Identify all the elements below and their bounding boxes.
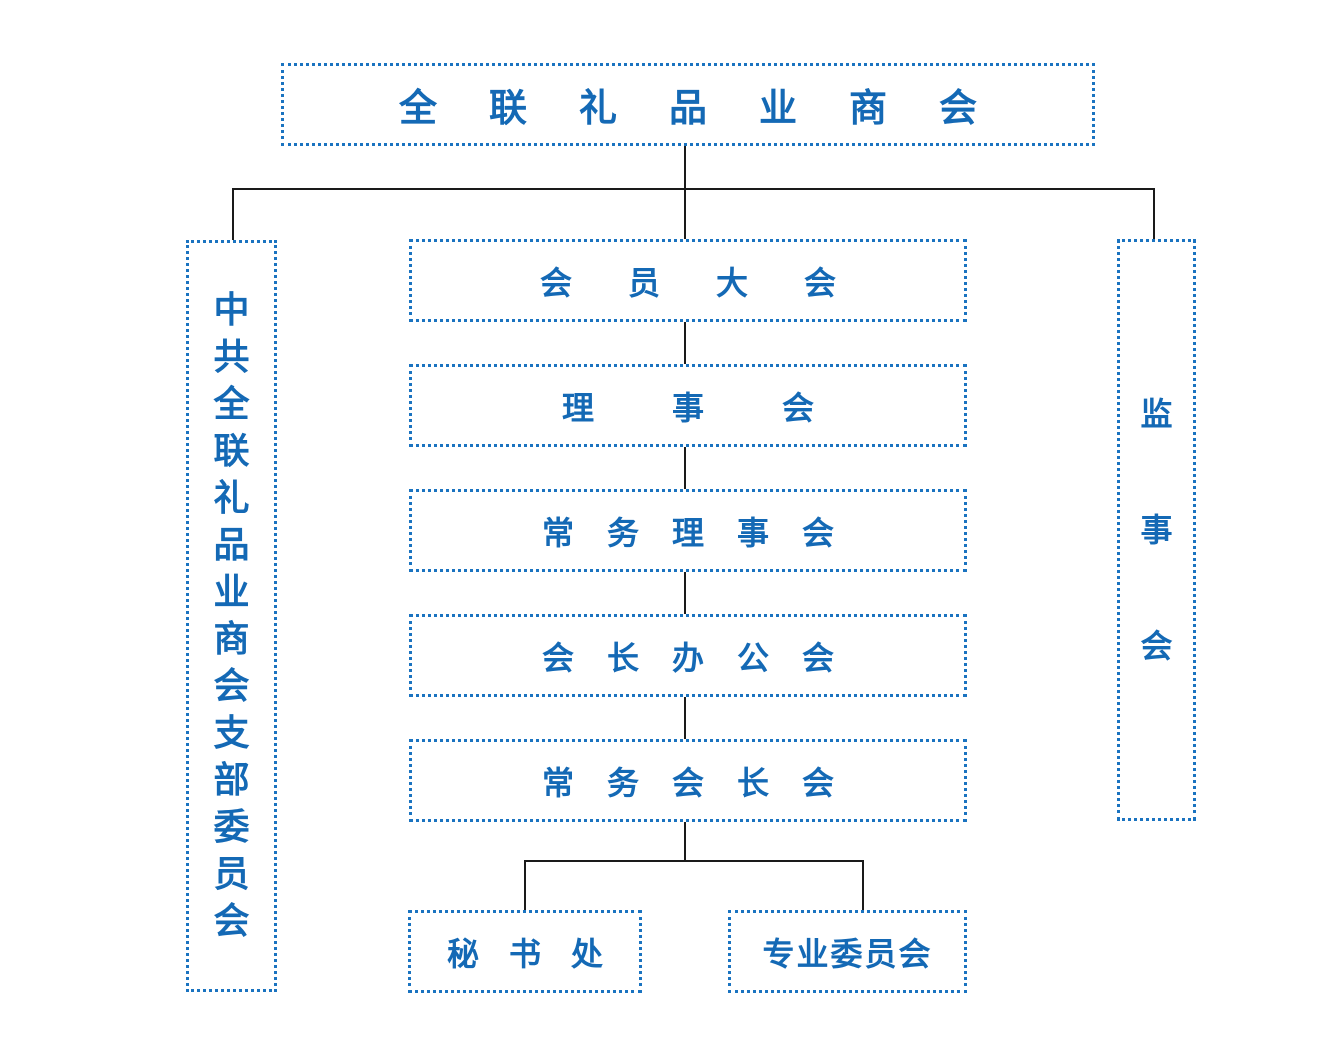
professional-committees-label: 专业委员会	[762, 934, 933, 973]
connector-to-supervisory-board	[1153, 188, 1155, 239]
secretariat-box: 秘书处	[408, 910, 642, 993]
party-branch-label: 中共全联礼品业商会支部委员会	[213, 290, 250, 942]
root-node-box: 全联礼品业商会	[281, 63, 1095, 146]
connector-bottom-down	[684, 822, 686, 862]
connector-to-secretariat	[524, 860, 526, 910]
professional-committees-box: 专业委员会	[728, 910, 967, 993]
executive-presidents-meeting-label: 常务会长会	[541, 763, 867, 802]
connector-to-general-assembly	[684, 188, 686, 239]
presidents-office-meeting-label: 会长办公会	[541, 638, 867, 677]
root-node-label: 全联礼品业商会	[398, 86, 1029, 130]
connector-top-branch	[232, 188, 1155, 190]
connector-bottom-branch	[524, 860, 864, 862]
connector-to-committees	[862, 860, 864, 910]
party-branch-box: 中共全联礼品业商会支部委员会	[186, 240, 277, 992]
presidents-office-meeting-box: 会长办公会	[409, 614, 967, 697]
council-box: 理事会	[409, 364, 967, 447]
supervisory-board-label: 监事会	[1140, 395, 1173, 665]
secretariat-label: 秘书处	[446, 934, 633, 973]
standing-council-label: 常务理事会	[541, 513, 867, 552]
standing-council-box: 常务理事会	[409, 489, 967, 572]
connector-chain-2	[684, 447, 686, 489]
general-assembly-box: 会员大会	[409, 239, 967, 322]
general-assembly-label: 会员大会	[539, 263, 892, 302]
connector-chain-3	[684, 572, 686, 614]
council-label: 理事会	[561, 388, 892, 427]
supervisory-board-box: 监事会	[1117, 239, 1196, 821]
connector-root-down	[684, 146, 686, 190]
executive-presidents-meeting-box: 常务会长会	[409, 739, 967, 822]
connector-chain-1	[684, 322, 686, 364]
connector-chain-4	[684, 697, 686, 739]
connector-to-party-branch	[232, 188, 234, 240]
